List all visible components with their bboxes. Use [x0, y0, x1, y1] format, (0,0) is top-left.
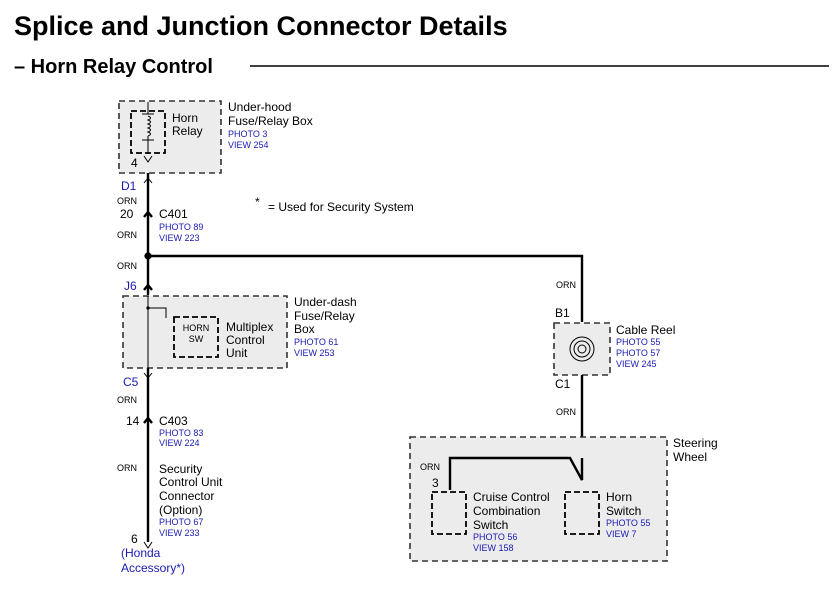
- underhood-view: VIEW 254: [228, 140, 269, 150]
- security-label-1: Security: [159, 462, 202, 476]
- horn-relay-pin: 4: [131, 156, 138, 170]
- connector-c1: C1: [555, 377, 571, 391]
- wire-color-orn-5: ORN: [117, 463, 137, 473]
- underdash-photo: PHOTO 61: [294, 337, 338, 347]
- note-text: = Used for Security System: [268, 200, 414, 214]
- relay-coil-icon: [142, 102, 154, 163]
- connector-d1: D1: [121, 179, 137, 193]
- cable-reel-view: VIEW 245: [616, 359, 657, 369]
- security-pin: 6: [131, 532, 138, 546]
- underhood-label-1: Under-hood: [228, 100, 291, 114]
- cable-reel-photo-2: PHOTO 57: [616, 348, 660, 358]
- mcu-label-3: Unit: [226, 346, 248, 360]
- j6-arrow: [143, 283, 153, 291]
- cruise-label-2: Combination: [473, 504, 540, 518]
- wire-to-cable-reel: [148, 254, 584, 322]
- cruise-switch-box: [431, 491, 467, 535]
- horn-sw-box: [173, 316, 219, 358]
- cable-reel-photo-1: PHOTO 55: [616, 337, 660, 347]
- cable-reel-box: [553, 322, 611, 376]
- security-pin-arrow: [143, 541, 153, 549]
- wire-color-orn-3: ORN: [117, 261, 137, 271]
- wire-color-orn-4: ORN: [117, 395, 137, 405]
- cruise-view: VIEW 158: [473, 543, 514, 553]
- wire-color-orn-1: ORN: [117, 196, 137, 206]
- cable-reel-label: Cable Reel: [616, 323, 675, 337]
- c403-arrow: [143, 416, 153, 424]
- horn-relay-label-1: Horn: [172, 111, 198, 125]
- cruise-label-3: Switch: [473, 518, 508, 532]
- underdash-label-3: Box: [294, 322, 315, 336]
- c403-view: VIEW 224: [159, 438, 200, 448]
- steering-label-2: Wheel: [673, 450, 707, 464]
- c401-arrow: [143, 210, 153, 218]
- d1-arrow: [143, 177, 153, 184]
- c401-view: VIEW 223: [159, 233, 200, 243]
- c401-photo: PHOTO 89: [159, 222, 203, 232]
- cruise-label-1: Cruise Control: [473, 490, 550, 504]
- underhood-fuse-relay-box: [118, 100, 222, 174]
- security-label-2: Control Unit: [159, 475, 223, 489]
- security-view: VIEW 233: [159, 528, 200, 538]
- security-photo: PHOTO 67: [159, 517, 203, 527]
- steering-label-1: Steering: [673, 436, 718, 450]
- wire-color-orn-8: ORN: [420, 462, 440, 472]
- wire-color-orn-7: ORN: [556, 407, 576, 417]
- underdash-view: VIEW 253: [294, 348, 335, 358]
- connector-b1: B1: [555, 306, 570, 320]
- c401-pin: 20: [120, 207, 134, 221]
- wire-horn-cruise-loop: [448, 456, 584, 490]
- cable-reel-icon: [569, 336, 595, 362]
- wire-color-orn-6: ORN: [556, 280, 576, 290]
- c5-arrow: [143, 372, 153, 379]
- underhood-label-2: Fuse/Relay Box: [228, 114, 313, 128]
- horn-switch-label-1: Horn: [606, 490, 632, 504]
- underdash-label-1: Under-dash: [294, 295, 357, 309]
- page-subtitle: – Horn Relay Control: [14, 56, 213, 78]
- horn-switch-view: VIEW 7: [606, 529, 637, 539]
- horn-relay-label-2: Relay: [172, 124, 203, 138]
- cruise-pin: 3: [432, 476, 439, 490]
- mcu-label-1: Multiplex: [226, 320, 273, 334]
- security-label-4: (Option): [159, 503, 202, 517]
- c403-photo: PHOTO 83: [159, 428, 203, 438]
- underdash-internal-wiring: [146, 296, 167, 368]
- underdash-label-2: Fuse/Relay: [294, 309, 355, 323]
- horn-sw-label-2: SW: [189, 334, 204, 344]
- horn-switch-label-2: Switch: [606, 504, 641, 518]
- mcu-label-2: Control: [226, 333, 265, 347]
- connector-c5: C5: [123, 375, 139, 389]
- page-title: Splice and Junction Connector Details: [14, 11, 508, 41]
- c403-pin: 14: [126, 414, 140, 428]
- horn-switch-box: [564, 491, 600, 535]
- honda-accessory-2: Accessory*): [121, 561, 185, 575]
- horn-switch-photo: PHOTO 55: [606, 518, 650, 528]
- underhood-photo: PHOTO 3: [228, 129, 267, 139]
- c403-name: C403: [159, 414, 188, 428]
- horn-sw-label-1: HORN: [183, 323, 210, 333]
- security-label-3: Connector: [159, 489, 214, 503]
- note-star: *: [255, 195, 260, 209]
- wire-color-orn-2: ORN: [117, 230, 137, 240]
- cruise-photo: PHOTO 56: [473, 532, 517, 542]
- honda-accessory-1: (Honda: [121, 546, 161, 560]
- c401-name: C401: [159, 207, 188, 221]
- connector-j6: J6: [124, 279, 137, 293]
